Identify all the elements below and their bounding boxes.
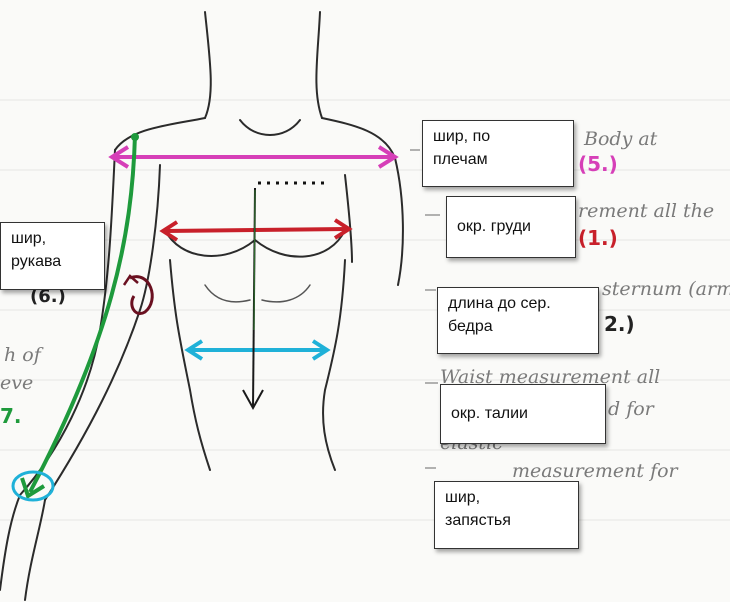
- label-sleeve-width: шир, рукава: [0, 222, 105, 290]
- handwritten-note-sternum: sternum (arm-: [602, 278, 730, 300]
- waist-girth-arrow: [184, 339, 331, 361]
- label-length-to-mid-thigh-text: длина до сер. бедра: [448, 295, 551, 335]
- handwritten-note-waist: Waist measurement all: [440, 366, 661, 388]
- handwritten-note-for: d for: [608, 398, 654, 420]
- label-shoulder-width-text: шир, по плечам: [433, 128, 491, 168]
- handwritten-note-body-at: Body at: [584, 128, 658, 150]
- number-7: 7.: [0, 404, 22, 428]
- number-6: (6.): [30, 286, 66, 307]
- number-2: 2.): [604, 312, 635, 336]
- label-length-to-mid-thigh: длина до сер. бедра: [437, 287, 599, 354]
- handwritten-note-sleeve: eve: [0, 372, 34, 394]
- shoulder-width-arrow: [108, 145, 399, 169]
- handwritten-note-length-of: h of: [4, 344, 41, 366]
- label-chest-girth: окр. груди: [446, 196, 576, 258]
- label-wrist-width-text: шир, запястья: [445, 489, 511, 529]
- torso-sketch: [0, 11, 404, 601]
- chest-girth-arrow: [159, 218, 353, 242]
- leader-ticks: [410, 149, 440, 469]
- label-sleeve-width-text: шир, рукава: [11, 230, 62, 270]
- number-5: (5.): [578, 152, 618, 176]
- number-1: (1.): [578, 226, 618, 250]
- label-waist-girth-text: окр. талии: [451, 405, 528, 422]
- sleeve-width-circle: [129, 275, 154, 315]
- paper-lines: [0, 99, 730, 521]
- label-chest-girth-text: окр. груди: [457, 218, 531, 235]
- wrist-width-circle: [11, 470, 55, 502]
- label-shoulder-width: шир, по плечам: [422, 120, 574, 187]
- handwritten-note-measurement: rement all the: [578, 200, 715, 222]
- label-waist-girth: окр. талии: [440, 384, 606, 444]
- handwritten-note-measurement-for: measurement for: [512, 460, 678, 482]
- sleeve-length-line: [20, 133, 139, 500]
- length-arrow: [242, 187, 264, 411]
- label-wrist-width: шир, запястья: [434, 481, 579, 549]
